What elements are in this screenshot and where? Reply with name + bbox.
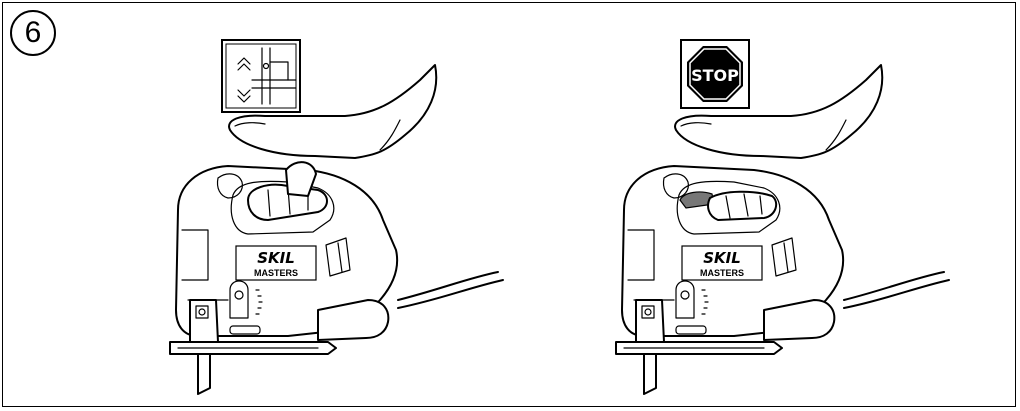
brand-sub-right: MASTERS — [700, 268, 744, 278]
blade-height-adjust-icon — [222, 40, 300, 112]
brand-logo-left: SKIL — [257, 249, 295, 267]
stop-sign-icon: STOP — [681, 40, 749, 108]
brand-logo-right: SKIL — [703, 249, 741, 267]
left-panel: SKIL MASTERS — [170, 40, 503, 394]
jigsaw-right: SKIL MASTERS — [616, 166, 949, 394]
brand-sub-left: MASTERS — [254, 268, 298, 278]
right-panel: STOP SKIL MASTERS — [616, 40, 949, 394]
brand-plate-right: SKIL MASTERS — [682, 246, 762, 280]
brand-plate-left: SKIL MASTERS — [236, 246, 316, 280]
jigsaw-left: SKIL MASTERS — [170, 162, 503, 394]
stop-text: STOP — [691, 66, 739, 85]
